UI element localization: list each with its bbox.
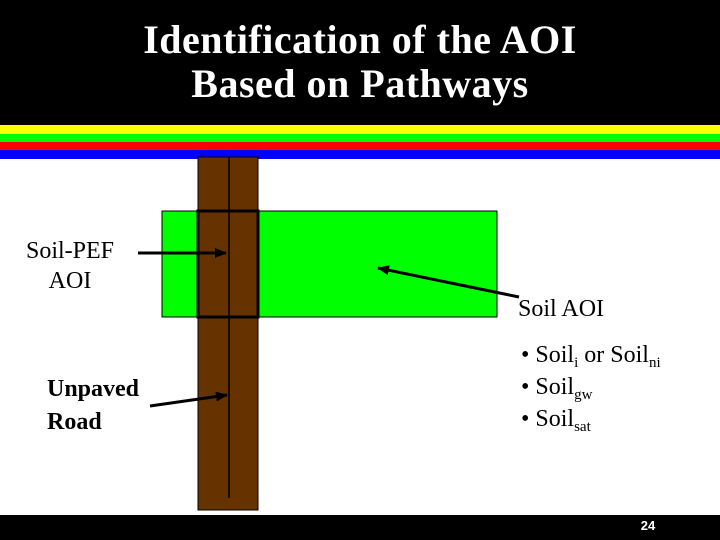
- unpaved-road-arrow: [149, 391, 228, 408]
- unpaved-road-label: Unpaved Road: [47, 373, 139, 439]
- bullet-item: • Soilgw: [521, 374, 593, 403]
- red-stripe: [0, 142, 720, 150]
- yellow-stripe: [0, 125, 720, 134]
- green-stripe: [0, 134, 720, 142]
- bullet-item: • Soili or Soilni: [521, 342, 661, 371]
- soil-aoi-label: Soil AOI: [518, 296, 605, 322]
- soil-pef-aoi-label: Soil-PEF AOI: [10, 236, 130, 296]
- soil-aoi-arrow: [377, 265, 520, 299]
- title-line-1: Identification of the AOI: [143, 17, 577, 62]
- blue-stripe: [0, 150, 720, 159]
- title-line-2: Based on Pathways: [191, 61, 529, 106]
- page-number: 24: [640, 518, 656, 533]
- soil-pef-label-line-1: Soil-PEF: [25, 238, 115, 264]
- unpaved-label-line-1: Unpaved: [47, 376, 140, 402]
- slide-title: Identification of the AOI Based on Pathw…: [0, 18, 720, 106]
- unpaved-label-line-2: Road: [47, 409, 102, 435]
- soil-bullet-list: • Soili or Soilni • Soilgw • Soilsat: [521, 339, 661, 435]
- footer-bar: [0, 515, 720, 540]
- bullet-item: • Soilsat: [521, 406, 591, 435]
- unpaved-road: [197, 156, 259, 511]
- soil-pef-aoi-box: [196, 209, 260, 319]
- soil-pef-label-line-2: AOI: [48, 268, 92, 294]
- header-bar: [0, 0, 720, 125]
